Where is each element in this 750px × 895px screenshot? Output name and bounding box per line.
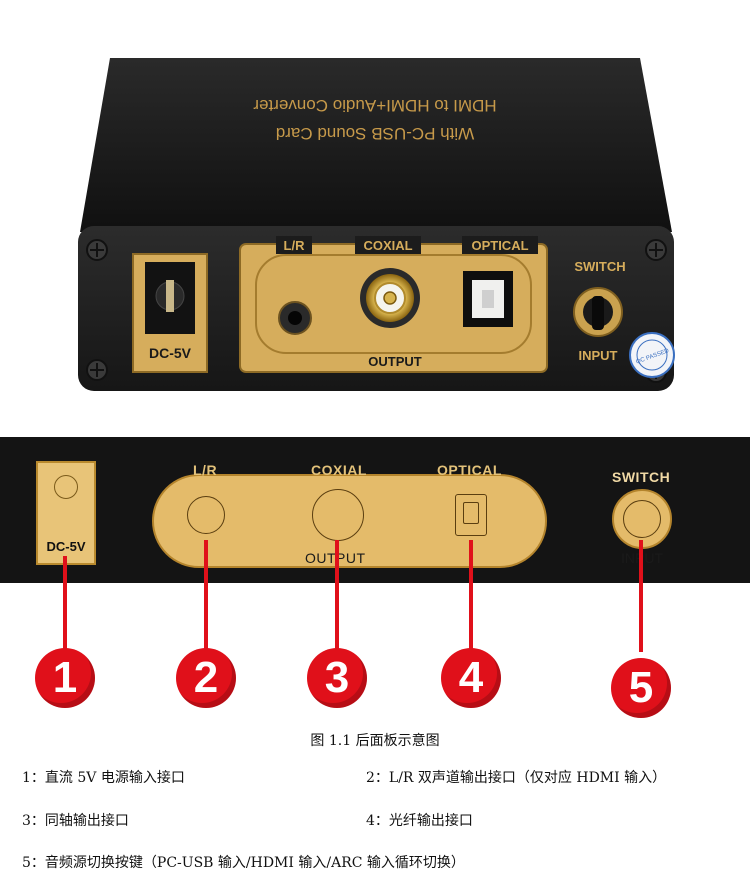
switch-button-hole [623,500,661,538]
top-print-line1: HDMI to HDMI+Audio Converter [253,96,497,115]
legend-item-5: 5：音频源切换按键（PC-USB 输入/HDMI 输入/ARC 输入循环切换） [22,855,465,871]
callout-line-4 [469,540,473,652]
callout-number-1: 1 [35,648,95,708]
switch-button [573,287,623,337]
screw-icon [86,359,108,381]
optical-jack-outline [455,494,487,536]
photo-dc-label: DC-5V [149,345,192,361]
callout-number-4: 4 [441,648,501,708]
coaxial-jack-outline [312,489,364,541]
optical-jack [463,271,513,327]
diagram-coaxial-label: COXIAL [311,462,367,478]
dc-jack-outline [54,475,78,499]
optical-jack-inner [463,502,479,524]
diagram-dc-label: DC-5V [46,539,86,554]
device-top-face [80,58,672,232]
switch-button-outline [612,489,672,549]
legend-item-4: 4：光纤输出接口 [366,813,473,829]
coaxial-rca-jack [360,268,420,328]
legend-item-3: 3：同轴输出接口 [22,813,129,829]
lr-jack [278,301,312,335]
photo-switch-label: SWITCH [574,259,625,274]
callout-number-5: 5 [611,658,671,718]
photo-optical-label: OPTICAL [471,238,528,253]
product-photo: HDMI to HDMI+Audio Converter With PC-USB… [78,58,675,391]
legend-item-1: 1：直流 5V 电源输入接口 [22,770,185,786]
callout-line-2 [204,540,208,652]
photo-input-label: INPUT [579,348,618,363]
callout-line-5 [639,540,643,652]
photo-coaxial-label: COXIAL [363,238,412,253]
legend-item-2: 2：L/R 双声道输出接口（仅对应 HDMI 输入） [366,770,667,786]
callout-number-2: 2 [176,648,236,708]
photo-lr-label: L/R [284,238,306,253]
lr-jack-outline [187,496,225,534]
screw-icon [86,239,108,261]
callout-number-3: 3 [307,648,367,708]
photo-output-label: OUTPUT [368,354,422,369]
top-print-line2: With PC-USB Sound Card [276,124,474,143]
callout-line-1 [63,556,67,652]
diagram-optical-label: OPTICAL [437,462,502,478]
figure-caption: 图 1.1 后面板示意图 [310,733,440,749]
diagram-switch-label: SWITCH [612,469,671,485]
qc-passed-sticker: QC PASSED [629,332,675,378]
diagram-lr-label: L/R [193,462,218,478]
screw-icon [645,239,667,261]
callout-line-3 [335,540,339,652]
